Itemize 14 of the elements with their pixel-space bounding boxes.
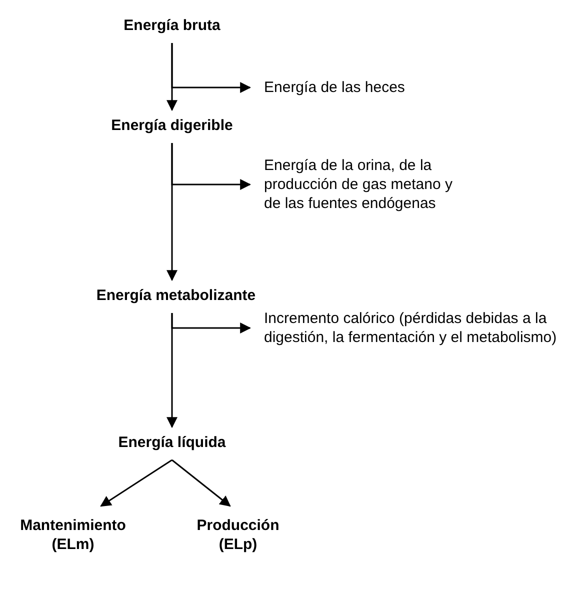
energy-loss-note: Incremento calórico (pérdidas debidas a la digestión, la fermentación y el metabolismo) (264, 309, 558, 347)
arrow (100, 459, 172, 507)
energy-level-label: Energía digerible (111, 116, 233, 135)
arrow (171, 143, 252, 190)
arrow (172, 459, 231, 507)
energy-level-label: Producción (ELp) (196, 516, 280, 554)
energy-level-label: Mantenimiento (ELm) (19, 516, 127, 554)
arrow (171, 43, 252, 93)
energy-loss-note: Energía de las heces (264, 78, 406, 97)
energy-level-label: Energía metabolizante (96, 286, 256, 305)
arrow (171, 313, 252, 334)
energy-level-label: Energía líquida (118, 433, 226, 452)
energy-level-label: Energía bruta (124, 16, 220, 35)
energy-loss-note: Energía de la orina, de la producción de gas metano y de las fuentes endógenas (264, 156, 454, 213)
